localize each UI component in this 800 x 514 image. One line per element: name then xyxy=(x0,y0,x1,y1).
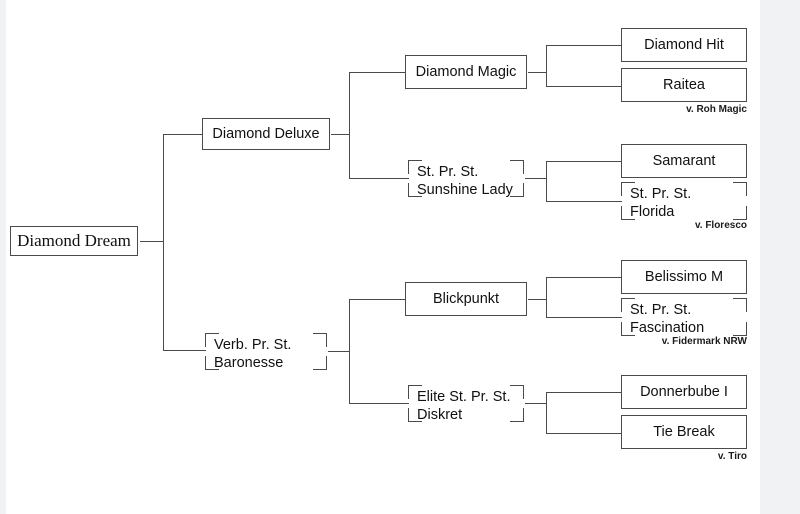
node-label-line1: St. Pr. St. xyxy=(630,186,692,202)
node-label: Raitea xyxy=(663,76,705,93)
node-label: Diamond Deluxe xyxy=(212,125,320,142)
node-tie-break[interactable]: Tie Break xyxy=(621,415,747,449)
node-label-line2: Fascination xyxy=(630,320,705,337)
connector-diskret-arm-top xyxy=(546,392,622,393)
node-belissimo-m[interactable]: Belissimo M xyxy=(621,260,747,294)
node-label-line1: St. Pr. St. xyxy=(417,164,479,180)
node-label: Samarant xyxy=(652,152,716,169)
connector-root-stub xyxy=(140,241,164,242)
node-label: Belissimo M xyxy=(644,268,724,285)
connector-magic-arm-top xyxy=(546,45,622,46)
connector-magic-spine xyxy=(546,45,547,87)
connector-deluxe-arm-top xyxy=(349,72,406,73)
node-verb-pr-st-baronesse[interactable]: Verb. Pr. St. Baronesse xyxy=(205,333,327,372)
connector-baronesse-arm-bottom xyxy=(349,403,409,404)
node-raitea[interactable]: Raitea xyxy=(621,68,747,102)
sire-caption-pair2: v. Floresco xyxy=(694,220,747,231)
node-diamond-dream[interactable]: Diamond Dream xyxy=(10,226,138,256)
node-st-pr-st-fascination[interactable]: St. Pr. St. Fascination xyxy=(621,298,747,336)
connector-baronesse-arm-top xyxy=(349,299,406,300)
node-st-pr-st-florida[interactable]: St. Pr. St. Florida xyxy=(621,182,747,220)
node-elite-st-pr-st-diskret[interactable]: Elite St. Pr. St. Diskret xyxy=(408,385,524,424)
connector-sunshine-arm-bottom xyxy=(546,201,622,202)
node-label: Diamond Hit xyxy=(644,36,724,53)
connector-sunshine-stub xyxy=(525,178,547,179)
node-label: Tie Break xyxy=(653,423,715,440)
node-label-line1: Verb. Pr. St. xyxy=(214,337,292,353)
sire-caption-pair1: v. Roh Magic xyxy=(686,104,747,115)
connector-magic-arm-bottom xyxy=(546,86,622,87)
pedigree-canvas: Diamond Dream Diamond Deluxe Verb. Pr. S… xyxy=(6,0,760,514)
node-label-line2: Florida xyxy=(630,204,675,221)
connector-deluxe-arm-bottom xyxy=(349,178,409,179)
connector-diskret-stub xyxy=(525,403,547,404)
connector-sunshine-spine xyxy=(546,161,547,201)
connector-diskret-arm-bottom xyxy=(546,433,622,434)
connector-root-arm-bottom xyxy=(163,350,206,351)
node-label-line1: Elite St. Pr. St. xyxy=(417,389,511,405)
connector-root-spine xyxy=(163,134,164,350)
node-blickpunkt[interactable]: Blickpunkt xyxy=(405,282,527,316)
node-label-line2: Baronesse xyxy=(214,355,284,372)
node-donnerbube-i[interactable]: Donnerbube I xyxy=(621,375,747,409)
connector-deluxe-spine xyxy=(349,72,350,178)
node-label: Blickpunkt xyxy=(432,290,500,307)
connector-blickpunkt-arm-bottom xyxy=(546,317,622,318)
node-label: Diamond Magic xyxy=(415,63,517,80)
sire-caption-pair4: v. Tiro xyxy=(717,451,747,462)
node-diamond-magic[interactable]: Diamond Magic xyxy=(405,55,527,89)
node-st-pr-st-sunshine-lady[interactable]: St. Pr. St. Sunshine Lady xyxy=(408,160,524,199)
connector-blickpunkt-spine xyxy=(546,277,547,317)
connector-blickpunkt-arm-top xyxy=(546,277,622,278)
node-label: Donnerbube I xyxy=(640,383,728,400)
connector-diskret-spine xyxy=(546,392,547,433)
node-label-line2: Diskret xyxy=(417,407,463,424)
node-label-line2: Sunshine Lady xyxy=(417,182,513,199)
node-samarant[interactable]: Samarant xyxy=(621,144,747,178)
sire-caption-pair3: v. Fidermark NRW xyxy=(661,336,747,347)
connector-root-arm-top xyxy=(163,134,203,135)
node-diamond-hit[interactable]: Diamond Hit xyxy=(621,28,747,62)
node-label: Diamond Dream xyxy=(17,231,131,251)
connector-magic-stub xyxy=(528,72,547,73)
connector-deluxe-stub xyxy=(331,134,350,135)
connector-blickpunkt-stub xyxy=(528,299,547,300)
connector-baronesse-spine xyxy=(349,299,350,403)
node-diamond-deluxe[interactable]: Diamond Deluxe xyxy=(202,118,330,150)
node-label-line1: St. Pr. St. xyxy=(630,302,692,318)
connector-baronesse-stub xyxy=(328,351,350,352)
connector-sunshine-arm-top xyxy=(546,161,622,162)
